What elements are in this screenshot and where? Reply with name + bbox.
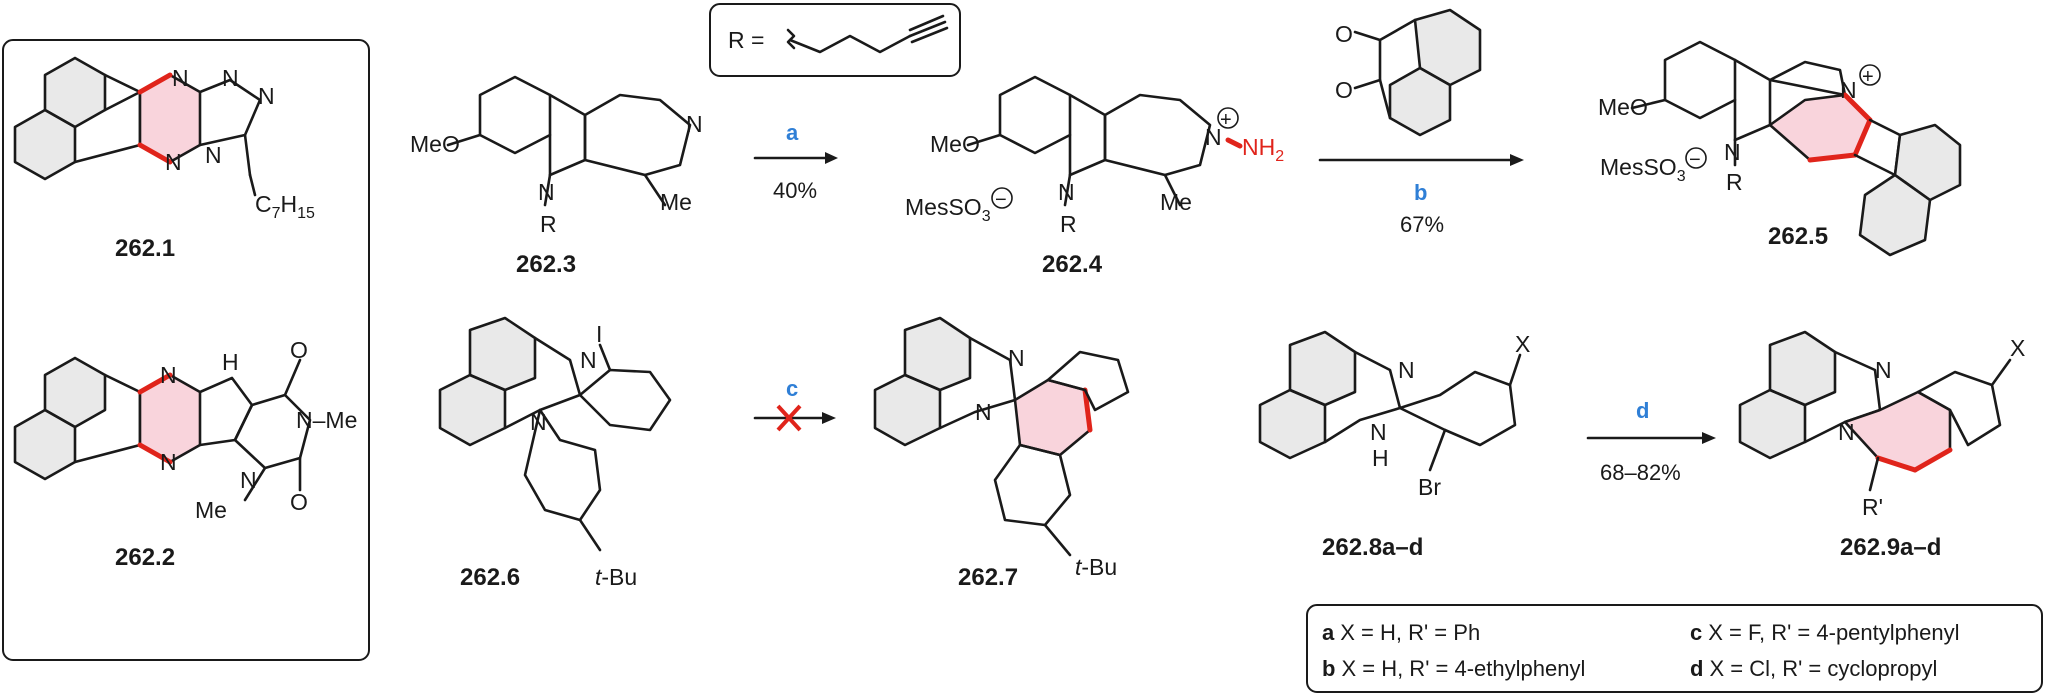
acenaphthenequinone-reagent: O O <box>1335 8 1482 137</box>
substituent-x: X <box>1515 331 1530 357</box>
atom-n: N <box>538 179 555 205</box>
tert-butyl: t-Bu <box>1075 554 1117 580</box>
arrow-step-c: c <box>753 376 836 432</box>
r-substituent: R <box>540 211 557 237</box>
compound-262-6: N N I t-Bu 262.6 <box>438 316 672 591</box>
yield-a: 40% <box>773 178 817 203</box>
step-letter-d: d <box>1636 398 1649 423</box>
plus-charge: + <box>1862 66 1874 88</box>
mesylate-anion: MesSO3 <box>905 194 991 225</box>
heptyl-group: C7H15 <box>255 191 315 222</box>
label-262-2: 262.2 <box>115 544 175 571</box>
tert-butyl: t-Bu <box>595 564 637 590</box>
mesylate-anion: MesSO3 <box>1600 154 1686 185</box>
atom-n: N <box>160 449 177 475</box>
atom-n: N <box>1398 357 1415 383</box>
atom-n: N <box>160 362 177 388</box>
methyl: Me <box>1160 189 1192 215</box>
compound-262-7: N N t-Bu 262.7 <box>873 316 1130 591</box>
label-262-6: 262.6 <box>460 564 520 591</box>
label-262-8: 262.8a–d <box>1322 534 1423 561</box>
atom-o: O <box>1335 77 1353 103</box>
atom-h: H <box>1372 445 1389 471</box>
minus-charge: − <box>1689 149 1701 171</box>
atom-n: N <box>1205 124 1222 150</box>
methyl: Me <box>660 189 692 215</box>
svg-text:R =: R = <box>728 27 764 53</box>
label-262-9: 262.9a–d <box>1840 534 1941 561</box>
atom-o: O <box>290 337 308 363</box>
plus-charge: + <box>1220 109 1232 131</box>
methyl: Me <box>195 497 227 523</box>
atom-n: N <box>1724 139 1741 165</box>
compound-262-5: MeO N R N + MesSO3 − 262.5 <box>1598 40 1962 257</box>
iodine: I <box>596 321 602 347</box>
atom-n: N <box>205 142 222 168</box>
methoxy: MeO <box>410 131 460 157</box>
r-substituent: R <box>1060 211 1077 237</box>
label-262-4: 262.4 <box>1042 251 1103 278</box>
atom-n: N <box>172 65 189 91</box>
arrow-step-b: b 67% <box>1318 154 1524 237</box>
n-methyl: N–Me <box>296 407 357 433</box>
atom-n: N <box>1370 419 1387 445</box>
atom-n: N <box>240 467 257 493</box>
methoxy: MeO <box>1598 94 1648 120</box>
atom-n: N <box>530 409 547 435</box>
atom-n: N <box>1875 357 1892 383</box>
atom-n: N <box>1840 77 1857 103</box>
substituent-x: X <box>2010 335 2025 361</box>
yield-d: 68–82% <box>1600 460 1681 485</box>
atom-n: N <box>975 399 992 425</box>
atom-o: O <box>1335 21 1353 47</box>
arrow-step-d: d 68–82% <box>1586 398 1716 485</box>
atom-h: H <box>222 349 239 375</box>
yield-b: 67% <box>1400 212 1444 237</box>
methoxy: MeO <box>930 131 980 157</box>
atom-n: N <box>165 149 182 175</box>
r-group-definition: R = <box>709 3 961 77</box>
atom-n: N <box>1008 345 1025 371</box>
arrow-step-a: a 40% <box>753 120 838 203</box>
r-substituent: R <box>1726 169 1743 195</box>
atom-n: N <box>1058 179 1075 205</box>
compound-262-4: MeO N R N + NH2 Me MesSO3 − 262.4 <box>905 75 1284 278</box>
label-262-1: 262.1 <box>115 235 175 262</box>
compound-262-1: N N N N N C7H15 262.1 <box>13 56 315 262</box>
atom-n: N <box>580 347 597 373</box>
step-letter-a: a <box>786 120 799 145</box>
label-262-7: 262.7 <box>958 564 1018 591</box>
compound-262-3: MeO N R N Me 262.3 <box>410 75 703 278</box>
compound-262-9: N N X R' 262.9a–d <box>1738 330 2025 561</box>
atom-n: N <box>222 65 239 91</box>
compound-262-2: N N H O O N–Me N Me 262.2 <box>13 337 357 571</box>
amino-group: NH2 <box>1242 134 1284 165</box>
label-262-5: 262.5 <box>1768 223 1828 250</box>
bromine: Br <box>1418 474 1441 500</box>
atom-o: O <box>290 489 308 515</box>
atom-n: N <box>1838 419 1855 445</box>
reference-compounds-box <box>2 39 370 661</box>
minus-charge: − <box>995 189 1007 211</box>
atom-n: N <box>686 111 703 137</box>
step-letter-c: c <box>786 376 798 401</box>
compound-262-8: N N H X Br 262.8a–d <box>1258 330 1530 561</box>
r-prime-substituent: R' <box>1862 494 1883 520</box>
step-letter-b: b <box>1414 180 1427 205</box>
label-262-3: 262.3 <box>516 251 576 278</box>
atom-n: N <box>258 83 275 109</box>
